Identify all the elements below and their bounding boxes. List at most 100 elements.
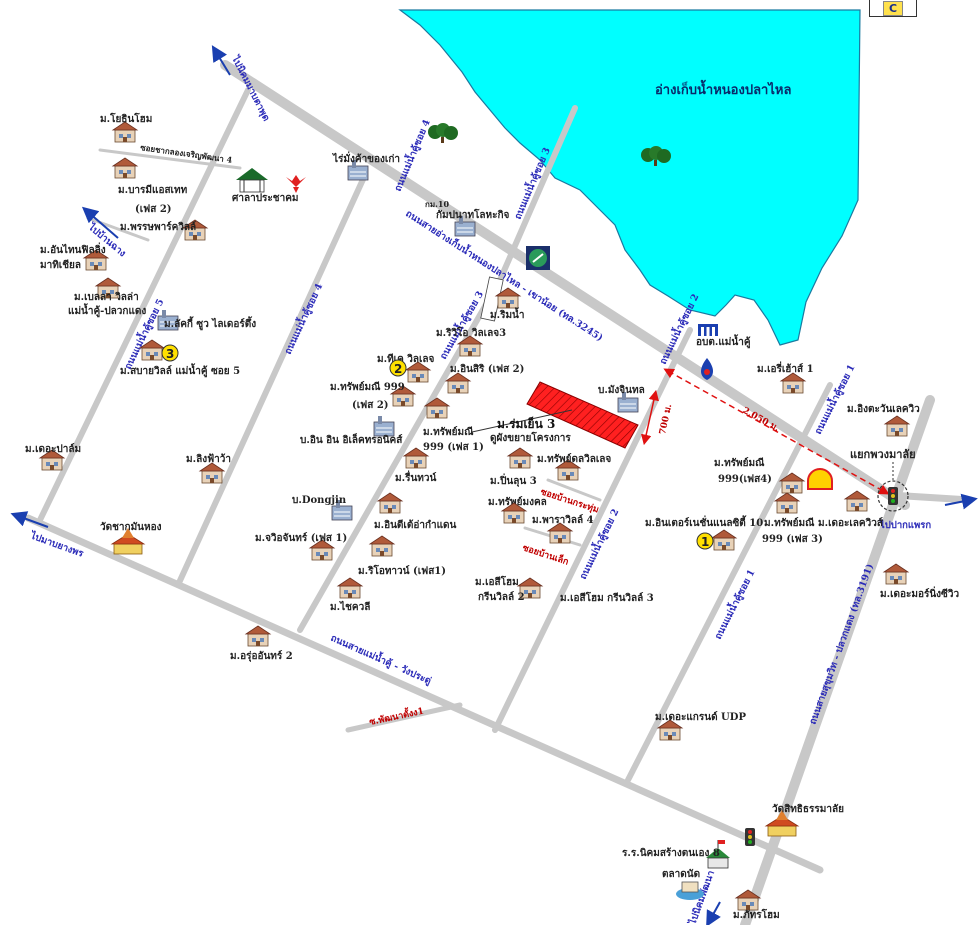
place-sabai: ม.สบายวิลล์ แม่น้ำคู้ ซอย 5 (120, 363, 240, 378)
place-watsitthi: วัดสิทธิธรรมาลัย (772, 803, 844, 815)
house-icon (112, 121, 138, 143)
house-icon (507, 447, 533, 469)
place-riotown: ม.ริโอทาวน์ (เฟส1) (358, 564, 446, 577)
intersection-ring (877, 480, 909, 512)
house-icon (884, 415, 910, 437)
map-sheet-label: C (869, 0, 917, 17)
house-icon (377, 492, 403, 514)
place-riviera: ม.ริวิโอ วิลเลจ3 (436, 326, 506, 339)
road-soi-ban (546, 478, 602, 502)
place-chaiwat: ม.ไชควลี (330, 600, 370, 613)
road-east-spur (886, 491, 974, 504)
house-icon (711, 529, 737, 551)
place-sapmonkhon: ม.ทรัพย์มงคล (488, 496, 547, 508)
place-pattaravil: ม.พาราวิลล์ 4 (532, 514, 594, 526)
soi-pattana-label: ซ.พัฒนาตั้งง1 (368, 704, 425, 728)
place-thebalm: ม.เดอะปาล์ม (25, 443, 81, 455)
sheet-letter: C (882, 0, 904, 16)
dir-east-label: ไปปากแพรก (879, 519, 931, 531)
house-icon (112, 157, 138, 179)
shell-station-icon (807, 468, 833, 490)
soi-ban-label: ซอยบ้านกระทุ่ม (539, 486, 600, 515)
project-area (526, 381, 639, 449)
house-icon (369, 535, 395, 557)
house-icon (657, 719, 683, 741)
place-rimrong: ม.ริมน้ำ (490, 307, 525, 321)
place-thelake: ม.เดอะเลควิวส์ (818, 517, 884, 529)
factory-icon (373, 415, 395, 437)
place-bangchin: บ.มังจินทล (598, 384, 645, 396)
place-sapmani-phase: 999 (เฟส 1) (423, 441, 484, 453)
place-sri: ม.เอรี่เฮ้าส์ 1 (757, 361, 814, 375)
distance-line (663, 368, 890, 495)
place-sap999-phase: (เฟส 2) (352, 399, 389, 411)
project-name[interactable]: ม.ร่มเย็น 3 (497, 416, 555, 431)
distance-short-line (641, 389, 659, 446)
place-sapmani3: ม.ทรัพย์มณี (764, 517, 815, 529)
house-icon (457, 335, 483, 357)
place-inin: บ.อิน อิน อิเล็คทรอนิคส์ (300, 432, 403, 446)
intersection-label: แยกพวงมาลัย (850, 448, 916, 461)
irrigation-logo-icon (526, 246, 550, 270)
house-icon (883, 563, 909, 585)
place-barami-phase: (เฟส 2) (135, 203, 172, 215)
place-watchak: วัดชากมันหอง (100, 521, 162, 533)
place-school: ร.ร.นิคมสร้างตนเอง 8 (622, 847, 720, 859)
house-icon (780, 372, 806, 394)
svg-text:2: 2 (394, 362, 402, 376)
house-icon (774, 492, 800, 514)
place-thegrand: ม.เดอะแกรนด์ UDP (655, 711, 746, 723)
place-lucky: ม.ลัคกี้ ซูว ไลเดอร์ตึ้ง (164, 316, 256, 331)
place-bella: ม.เบลลา วิลล่า (74, 291, 139, 303)
place-anthai: ม.อันไทนฟิลลิ่ง (40, 242, 106, 256)
badge-2: 2 (389, 359, 407, 377)
place-ampan: กัมปนาทโลหะกิจ (436, 208, 510, 221)
road-sukhumvit-3191 (740, 395, 935, 925)
road-soi4 (175, 172, 368, 588)
place-phanphat: ม.พรรษพาร์ควิลล์ (120, 221, 196, 233)
market-icon (676, 881, 704, 900)
place-dongjin: บ.Dongjin (292, 495, 347, 506)
project-sub: ดูผังขยายโครงการ (490, 431, 571, 445)
place-tk: ม.ทีเค วิลเลจ (377, 353, 435, 365)
km10-label: กม.10 (425, 199, 449, 209)
road-south-spur (345, 702, 463, 733)
road-soi2 (492, 327, 693, 733)
place-phattarahome: ม.ภัทรโฮม (733, 908, 780, 921)
distance-short-label: 700 ม. (658, 403, 674, 435)
sukhumvit-road-label: ถนนสายสุขุมวิท - ปลวกแดง (ทล.3191) (807, 562, 876, 726)
place-sapmani4: ม.ทรัพย์มณี (714, 457, 765, 469)
place-sap999: ม.ทรัพย์มณี 999 (330, 381, 405, 393)
house-icon (844, 490, 870, 512)
place-insiri: ม.อินสิริ (เฟส 2) (450, 363, 524, 375)
svg-text:3: 3 (166, 347, 174, 361)
house-icon (245, 625, 271, 647)
tree-icon (428, 123, 458, 143)
place-yothin: ม.โยธินโฮม (100, 112, 152, 125)
place-jaraon2: ม.อรุ่ออันทร์ 2 (230, 650, 293, 662)
place-ornmanee: อบต.แม่น้ำคู้ (696, 334, 751, 349)
place-sapmani3-phase: 999 (เฟส 3) (762, 533, 823, 545)
place-lingfa: ม.ลิงฟ้าว้า (186, 453, 231, 465)
community-hall-label: ศาลาประชาคม (232, 192, 298, 204)
place-sappanna: ม.ทรัพย์ดลวิลเลจ (537, 453, 611, 465)
road-soi3-north (497, 105, 578, 283)
house-icon (337, 577, 363, 599)
project-pointer (471, 409, 573, 433)
badge-1: 1 (696, 532, 714, 550)
place-rimkhet: ไร่มั่งค้าของเก่า (332, 151, 400, 165)
place-inthicity: ม.อินตีเต้อ่ากำแดน (374, 519, 457, 531)
road-chakor (98, 148, 242, 170)
soi4-label: ถนนแม่น้ำคู้ซอย 4 (280, 280, 326, 356)
place-themonlit: ม.เดอะมอร์นิ่งซีวิว (880, 586, 959, 600)
place-sapmani: ม.ทรัพย์มณี (423, 426, 474, 438)
main-road-label: ถนนสายอ่างเก็บน้ำหนองปลาไหล - เขาน้อย (ท… (403, 206, 606, 344)
place-barami: ม.บารมีแอสเทท (118, 184, 188, 196)
government-office-icon (698, 324, 718, 336)
place-earthhome2-b: กรีนวิลล์ 2 (478, 591, 525, 603)
road-west (24, 514, 824, 874)
place-earthhome2: ม.เอสีโฮม (475, 575, 519, 588)
place-anthai-2: มาทิเชียล (40, 259, 81, 271)
svg-text:1: 1 (701, 535, 709, 549)
